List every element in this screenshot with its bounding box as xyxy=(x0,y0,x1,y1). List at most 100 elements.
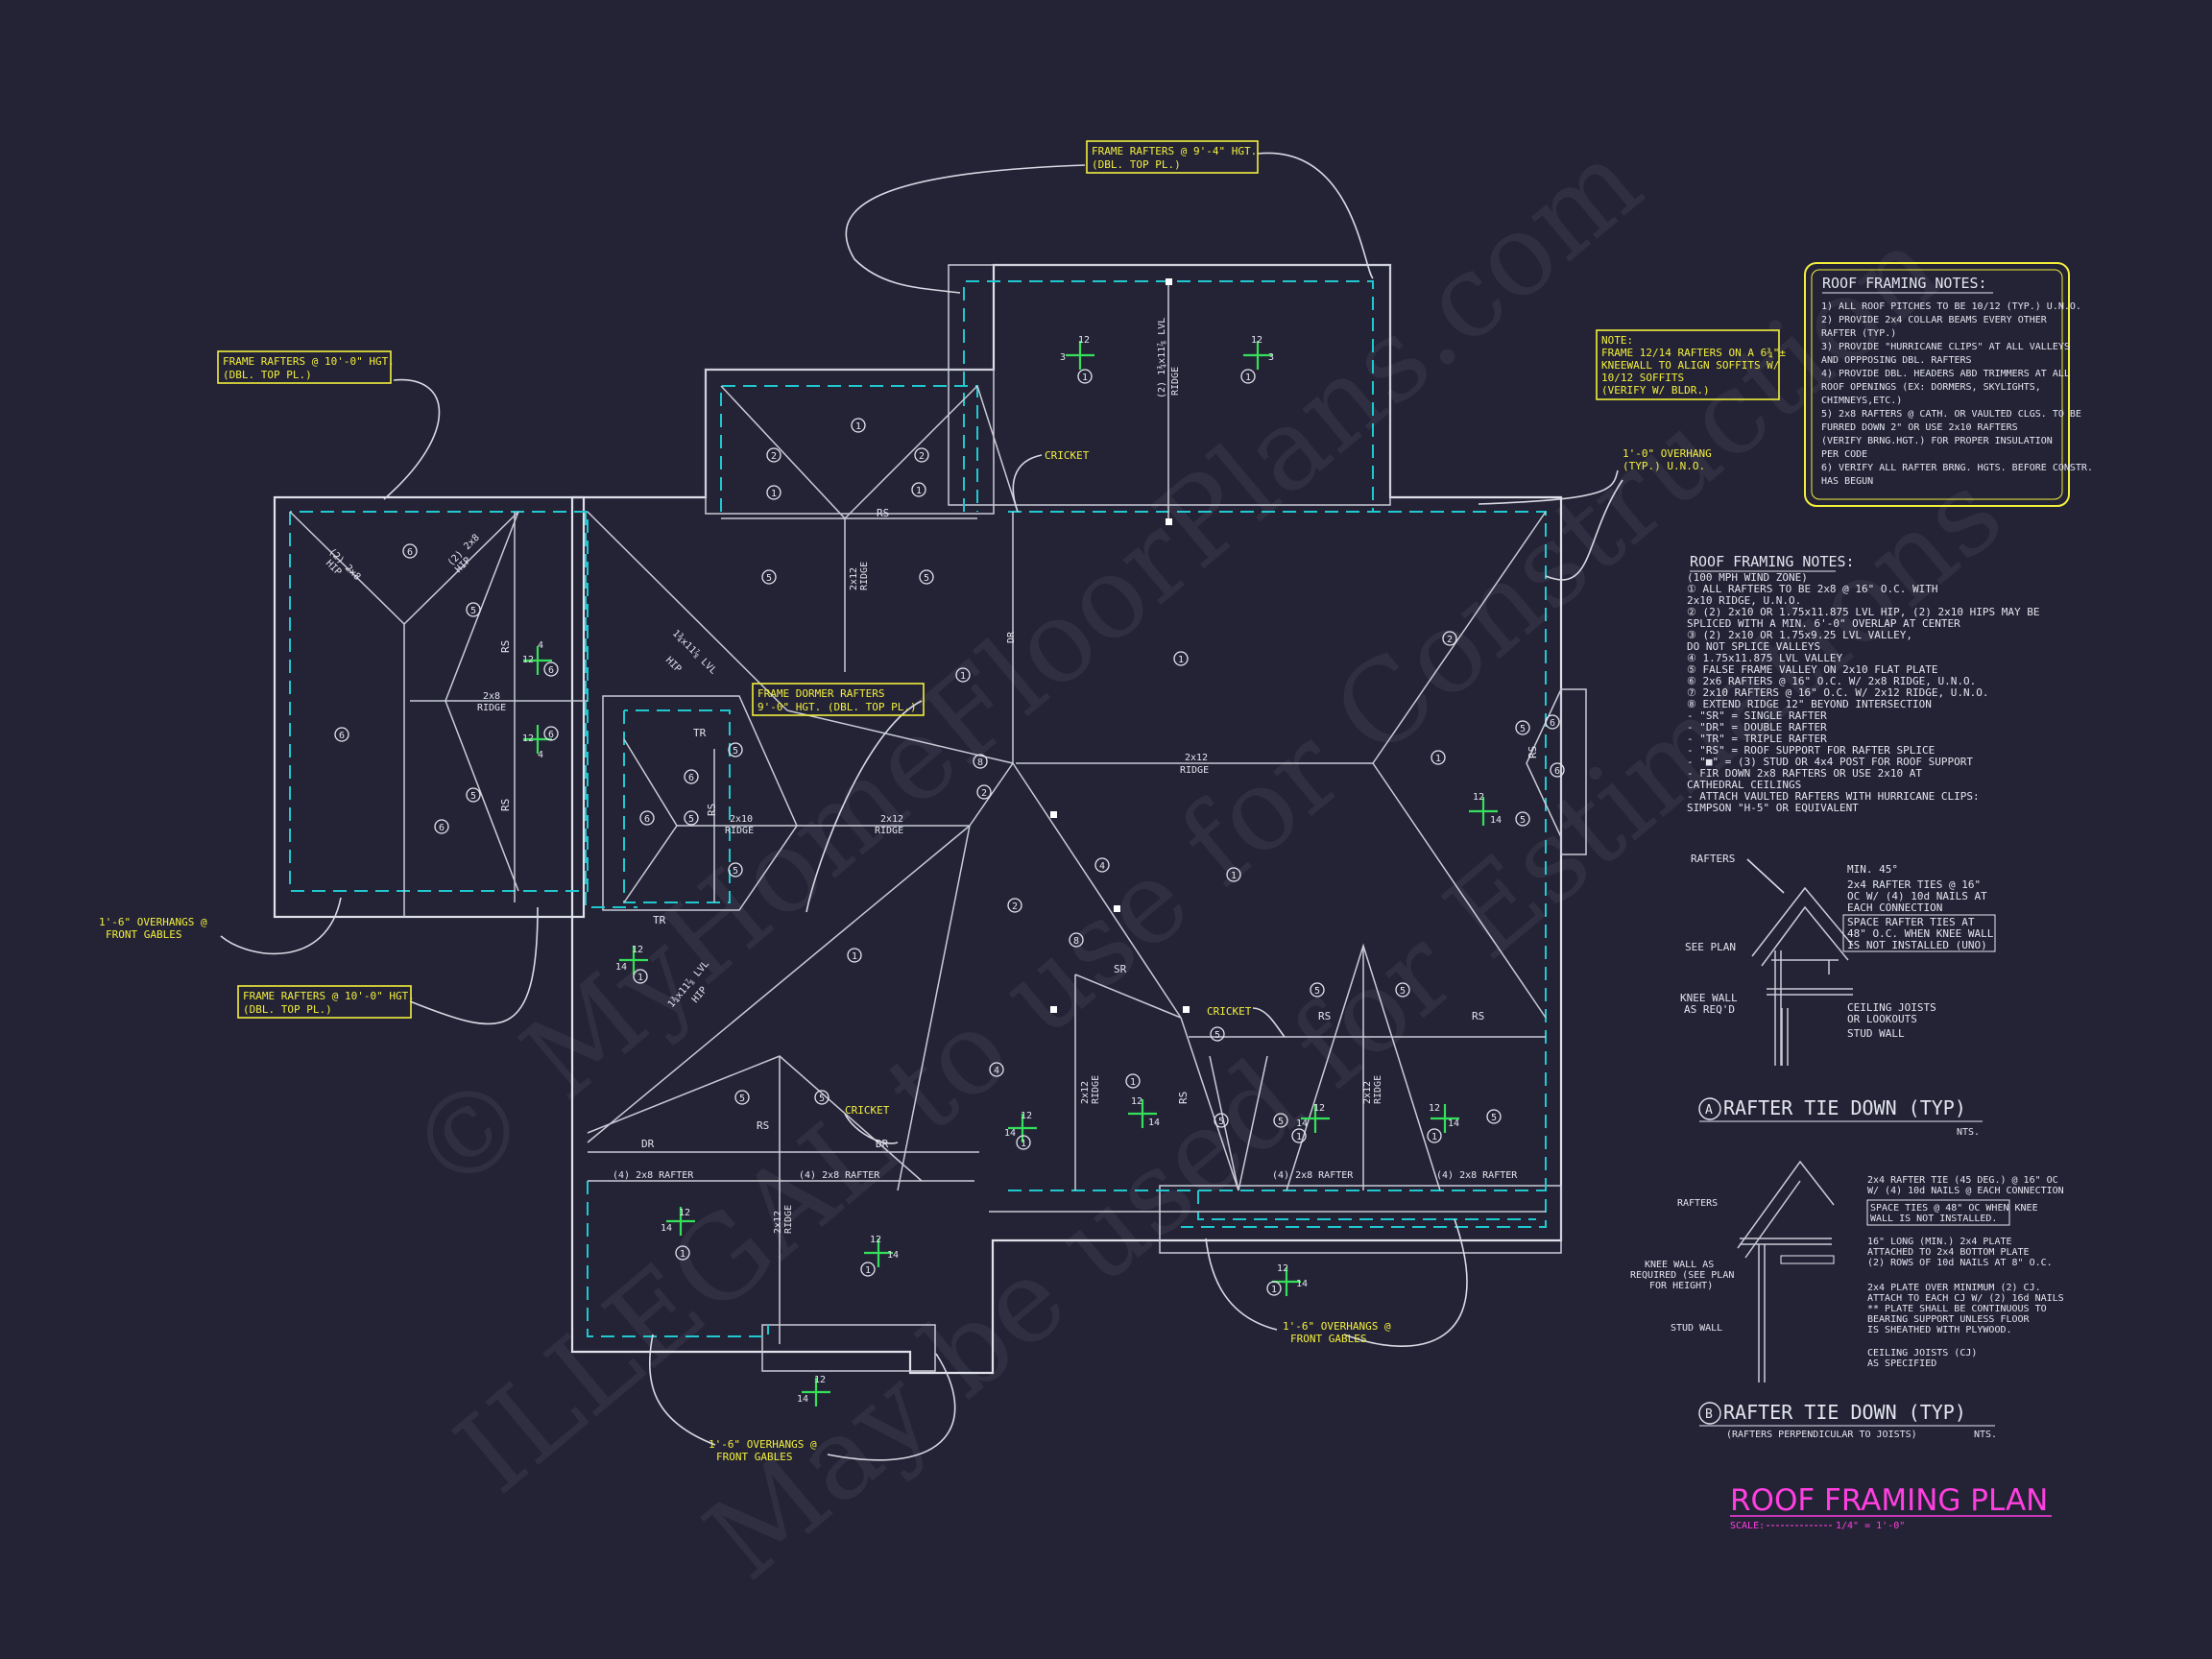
leader-frame-top-left xyxy=(845,164,1086,294)
leader-cricket-top xyxy=(1012,454,1043,513)
detail-b-nts: NTS. xyxy=(1974,1430,1997,1440)
callout-frame-top-line2: (DBL. TOP PL.) xyxy=(1092,158,1181,171)
notes-box-line: HAS BEGUN xyxy=(1821,476,1873,487)
detail-b-title: RAFTER TIE DOWN (TYP) xyxy=(1723,1401,1966,1424)
svg-text:6: 6 xyxy=(688,773,694,783)
scale-label: SCALE: xyxy=(1730,1521,1765,1531)
circle-callout: 1 xyxy=(847,948,862,963)
note-kneewall-line2: FRAME 12/14 RAFTERS ON A 6¾"± xyxy=(1601,347,1786,359)
svg-text:5: 5 xyxy=(1214,1030,1220,1041)
svg-text:1: 1 xyxy=(637,973,643,983)
svg-text:14: 14 xyxy=(1296,1118,1308,1129)
rafter-label-4: (4) 2x8 RAFTER xyxy=(1436,1170,1518,1181)
right-bump-outline xyxy=(1560,688,1587,855)
circle-callout: 4 xyxy=(1094,857,1110,873)
svg-text:1: 1 xyxy=(1082,373,1088,383)
svg-text:1: 1 xyxy=(1245,373,1251,383)
roof-notes-legend-title: ROOF FRAMING NOTES: xyxy=(1690,553,1855,570)
circle-callout: 5 xyxy=(761,569,777,585)
detail-a-ceiling: OR LOOKOUTS xyxy=(1847,1013,1917,1025)
svg-text:4: 4 xyxy=(1099,861,1105,872)
ridge-label-right: RIDGE xyxy=(1373,1075,1383,1104)
circle-callout: 1 xyxy=(675,1245,690,1261)
callout-overhang-left: 1'-6" OVERHANGS @ FRONT GABLES xyxy=(99,916,207,941)
right-bump-hips xyxy=(1526,688,1562,838)
overhang-bay xyxy=(1197,1190,1536,1220)
hip-right-upper xyxy=(1372,511,1547,764)
svg-text:5: 5 xyxy=(1520,815,1526,826)
circle-callout: 6 xyxy=(1550,762,1565,778)
pitch-symbol: 12 14 xyxy=(1128,1096,1160,1128)
title-block: ROOF FRAMING PLAN SCALE: 1/4" = 1'-0" xyxy=(1730,1483,2052,1531)
overhang-left-line1: 1'-6" OVERHANGS @ xyxy=(99,916,207,928)
svg-text:5: 5 xyxy=(1400,986,1406,997)
legend-line: ④ 1.75x11.875 LVL VALLEY xyxy=(1687,652,1843,664)
detail-b-knee-wall: FOR HEIGHT) xyxy=(1649,1281,1713,1291)
legend-line: DO NOT SPLICE VALLEYS xyxy=(1687,640,1820,653)
circle-callout: 5 xyxy=(919,569,934,585)
legend-line: - "SR" = SINGLE RAFTER xyxy=(1687,709,1827,722)
legend-line: ⑤ FALSE FRAME VALLEY ON 2x10 FLAT PLATE xyxy=(1687,663,1938,676)
legend-line: ⑥ 2x6 RAFTERS @ 16" O.C. W/ 2x8 RIDGE, U… xyxy=(1687,675,1976,687)
svg-text:1: 1 xyxy=(852,951,857,962)
pitch-symbol: 12 14 xyxy=(864,1235,899,1267)
circle-callout: 6 xyxy=(434,819,449,834)
detail-b-plate-line: (2) ROWS OF 10d NAILS AT 8" O.C. xyxy=(1867,1258,2053,1268)
top-gable-outline xyxy=(948,264,1391,506)
detail-a-min45: MIN. 45° xyxy=(1847,863,1898,876)
svg-text:5: 5 xyxy=(733,866,738,877)
detail-a-nts: NTS. xyxy=(1957,1127,1980,1138)
legend-line: - FIR DOWN 2x8 RAFTERS OR USE 2x10 AT xyxy=(1687,767,1922,780)
svg-text:1: 1 xyxy=(960,671,966,682)
legend-line: SPLICED WITH A MIN. 6'-0" OVERLAP AT CEN… xyxy=(1687,617,1960,630)
leader-cricket-bottom xyxy=(844,1113,899,1144)
post-marker xyxy=(1050,811,1057,818)
circle-callout: 1 xyxy=(955,667,971,683)
svg-text:1: 1 xyxy=(855,421,861,432)
detail-b-rafters: RAFTERS xyxy=(1677,1198,1718,1209)
post-marker xyxy=(1166,518,1172,525)
callout-overhang-bottom-center: 1'-6" OVERHANGS @ FRONT GABLES xyxy=(709,1438,817,1463)
svg-text:14: 14 xyxy=(1296,1279,1308,1289)
circle-callout: 5 xyxy=(1515,811,1530,827)
svg-text:5: 5 xyxy=(688,814,694,825)
post-marker xyxy=(1114,905,1120,912)
ridge-size-right: 2x12 xyxy=(1362,1081,1373,1104)
pitch-symbol: 12 14 xyxy=(615,945,648,974)
circle-callout: 6 xyxy=(334,727,349,742)
notes-box-line: AND OPPPOSING DBL. RAFTERS xyxy=(1821,355,1972,366)
overhang-right xyxy=(1008,511,1547,1228)
svg-text:2: 2 xyxy=(1447,635,1453,645)
ridge-size-dormer: 2x12 xyxy=(880,814,903,825)
legend-line: CATHEDRAL CEILINGS xyxy=(1687,779,1801,791)
hip-left-1 xyxy=(289,511,405,625)
callout-frame-left-lower: FRAME RAFTERS @ 10'-0" HGT. (DBL. TOP PL… xyxy=(237,985,415,1019)
overhang-upper-left xyxy=(720,385,978,512)
leader-overhang-left xyxy=(220,897,342,955)
detail-b-knee-wall: KNEE WALL AS xyxy=(1645,1260,1714,1270)
legend-line: - "■" = (3) STUD OR 4x4 POST FOR ROOF SU… xyxy=(1687,756,1973,768)
circle-callout: 1 xyxy=(911,482,926,497)
circle-callout: 6 xyxy=(402,543,418,559)
upper-gable-ridge-size: 2x12 xyxy=(849,567,859,590)
svg-text:1: 1 xyxy=(1231,871,1237,881)
circle-callout: 6 xyxy=(543,661,559,677)
leader-lines xyxy=(220,152,1623,1461)
detail-b-ceiling: CEILING JOISTS (CJ) xyxy=(1867,1348,1977,1358)
circle-callout: 5 xyxy=(734,1090,750,1105)
callout-dormer-line1: FRAME DORMER RAFTERS xyxy=(757,687,884,700)
post-marker xyxy=(1183,1006,1190,1013)
post-marker xyxy=(1050,1006,1057,1013)
circle-callout: 1 xyxy=(1077,369,1093,384)
post-marker xyxy=(1166,278,1172,285)
svg-text:5: 5 xyxy=(819,1094,825,1104)
detail-b-rafter-tie-down: RAFTERS 2x4 RAFTER TIE (45 DEG.) @ 16" O… xyxy=(1630,1160,2064,1440)
cricket-mid-left xyxy=(1180,1017,1239,1191)
notes-box-line: RAFTER (TYP.) xyxy=(1821,328,1896,339)
notes-box-line: 2) PROVIDE 2x4 COLLAR BEAMS EVERY OTHER xyxy=(1821,315,2048,325)
rs-label-mid: RS xyxy=(1177,1092,1190,1104)
legend-line: - "RS" = ROOF SUPPORT FOR RAFTER SPLICE xyxy=(1687,744,1935,757)
circle-callout: 5 xyxy=(814,1090,830,1105)
ridge-size-dormer-2: 2x10 xyxy=(730,814,753,825)
legend-line: - ATTACH VAULTED RAFTERS WITH HURRICANE … xyxy=(1687,790,1980,803)
